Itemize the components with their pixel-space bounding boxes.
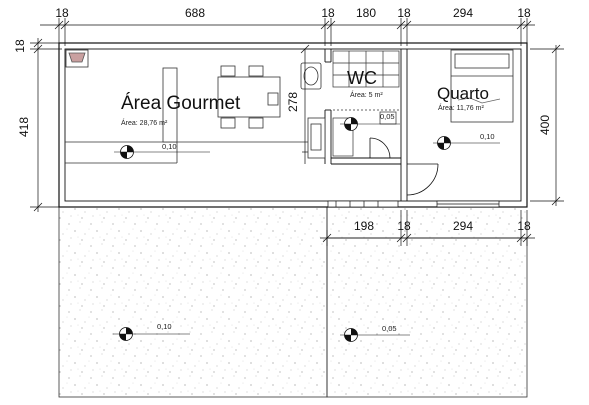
level-exterior-left: 0,10 bbox=[157, 322, 172, 331]
room-name-quarto: Quarto bbox=[437, 84, 489, 103]
dimension-lines bbox=[30, 18, 564, 246]
dim-left-top: 18 bbox=[13, 39, 27, 53]
windows bbox=[327, 200, 500, 208]
room-area-gourmet: Área: 28,76 m² bbox=[121, 118, 168, 127]
dim-wc-inner: 278 bbox=[286, 92, 300, 112]
level-gourmet: 0,10 bbox=[162, 142, 177, 151]
level-marker-quarto bbox=[433, 136, 500, 150]
dimension-labels: 18 688 18 180 18 294 18 18 418 400 278 1… bbox=[13, 6, 552, 233]
level-wc: 0,05 bbox=[380, 112, 395, 121]
dim-top-5: 294 bbox=[453, 6, 473, 20]
dim-top-4: 18 bbox=[397, 6, 411, 20]
dim-bottom-1: 18 bbox=[397, 219, 411, 233]
dim-bottom-0: 198 bbox=[354, 219, 374, 233]
exterior-area bbox=[58, 206, 528, 398]
dim-top-3: 180 bbox=[356, 6, 376, 20]
dim-top-0: 18 bbox=[55, 6, 69, 20]
dim-right-height: 400 bbox=[538, 115, 552, 135]
level-marker-exterior-left bbox=[113, 327, 190, 341]
quarto-door bbox=[406, 163, 439, 196]
wc-door bbox=[369, 137, 391, 159]
dim-top-6: 18 bbox=[517, 6, 531, 20]
gourmet-furniture bbox=[65, 49, 326, 164]
room-name-gourmet: Área Gourmet bbox=[121, 93, 241, 114]
room-area-wc: Área: 5 m² bbox=[350, 90, 383, 99]
dim-bottom-3: 18 bbox=[517, 219, 531, 233]
dim-left-height: 418 bbox=[17, 117, 31, 137]
room-name-wc: WC bbox=[347, 68, 377, 88]
dim-bottom-2: 294 bbox=[453, 219, 473, 233]
wc-furniture bbox=[332, 50, 400, 157]
dim-top-1: 688 bbox=[185, 6, 205, 20]
level-marker-gourmet bbox=[114, 145, 210, 159]
level-quarto: 0,10 bbox=[480, 132, 495, 141]
dim-top-2: 18 bbox=[321, 6, 335, 20]
quarto-furniture bbox=[450, 49, 514, 123]
level-marker-wc bbox=[340, 117, 400, 131]
level-exterior-right: 0,05 bbox=[382, 324, 397, 333]
level-marker-exterior-right bbox=[340, 328, 410, 342]
room-area-quarto: Área: 11,76 m² bbox=[438, 103, 484, 112]
building-walls bbox=[58, 42, 528, 208]
